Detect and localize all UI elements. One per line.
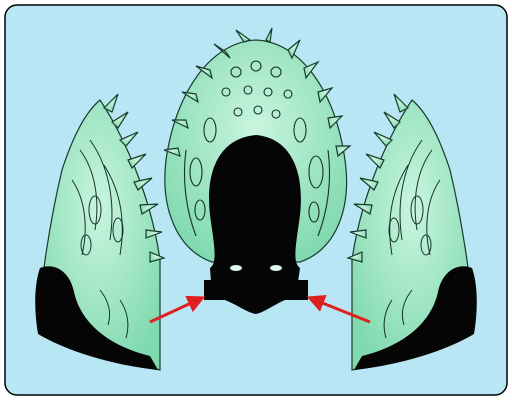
central-piece-right-notch	[282, 280, 308, 300]
central-piece-highlight-left	[230, 265, 242, 271]
central-piece-left-notch	[204, 280, 230, 300]
central-piece-highlight-right	[270, 265, 282, 271]
